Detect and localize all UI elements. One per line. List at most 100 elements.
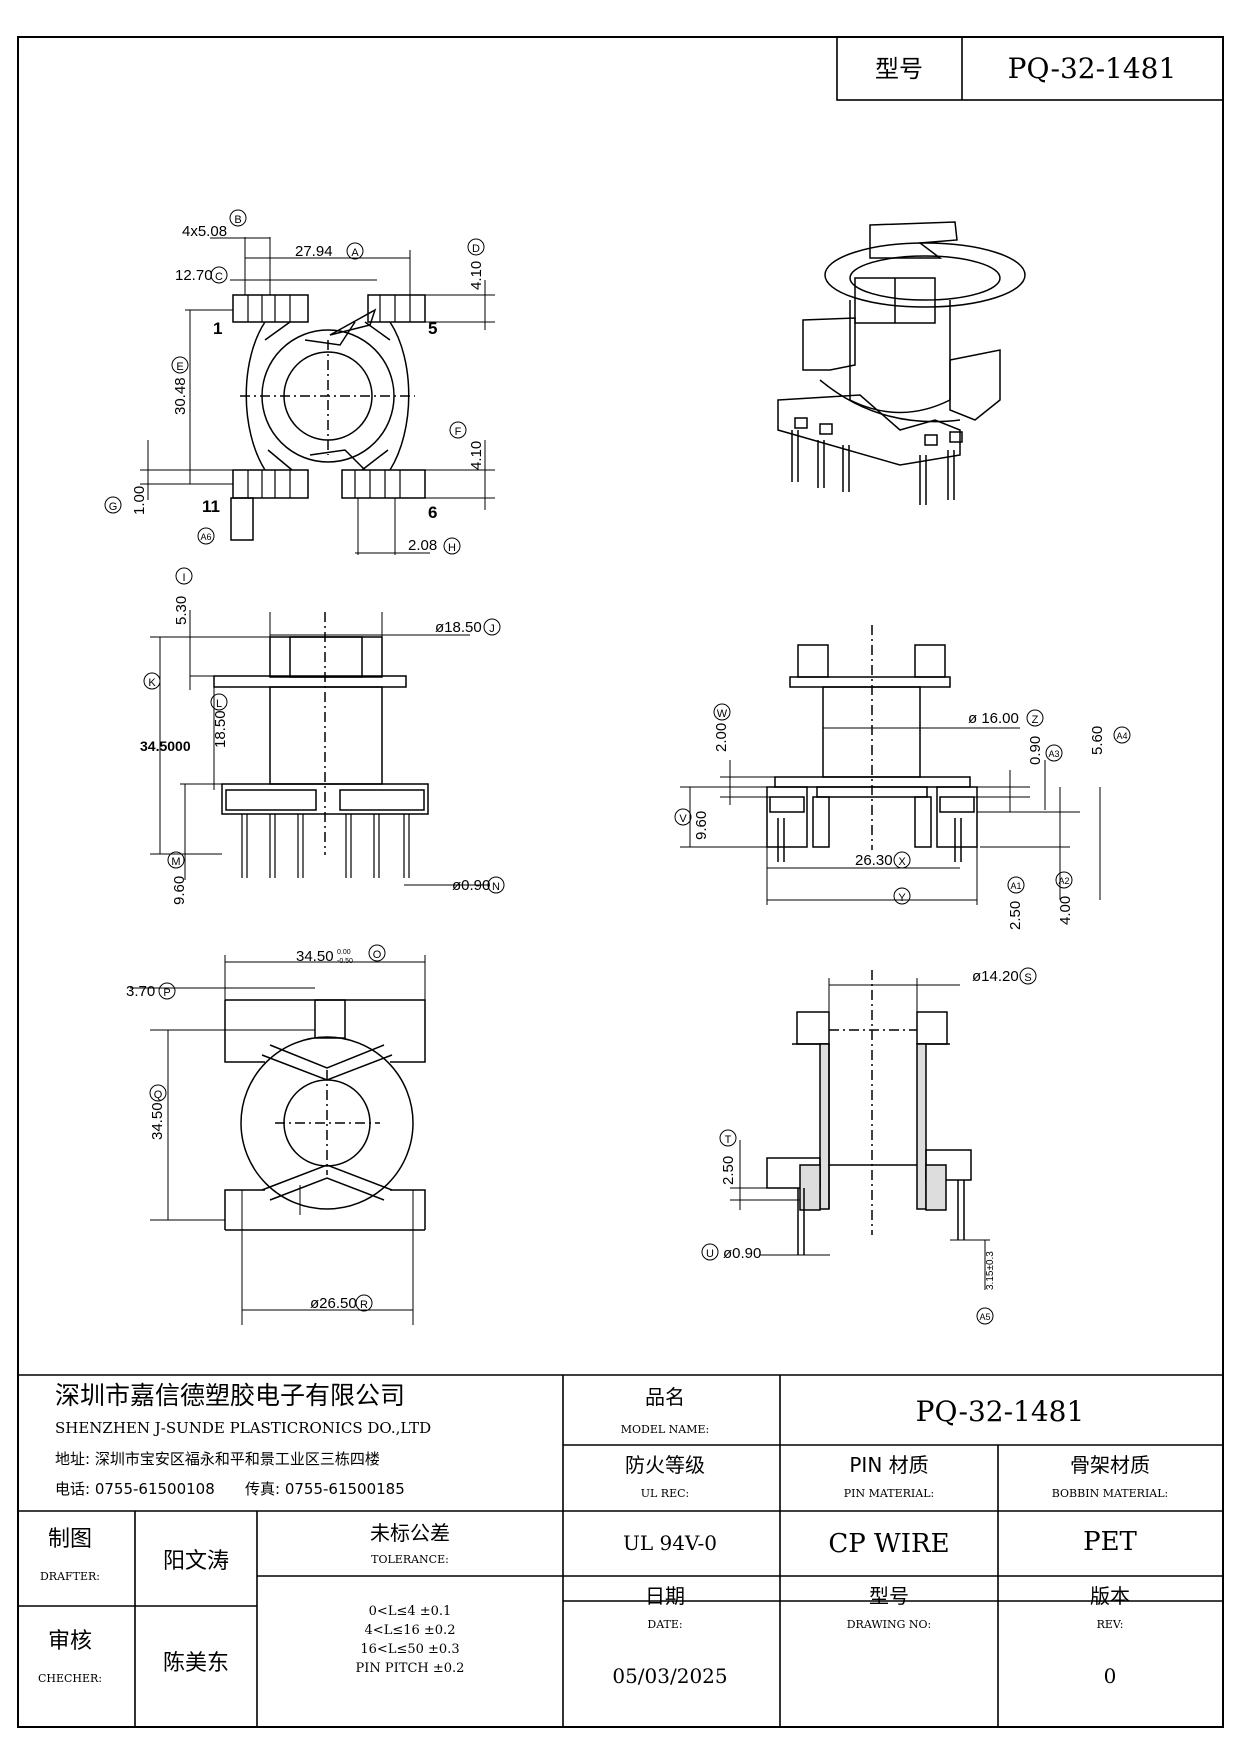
- dim-pin-width: 4x5.08: [182, 223, 227, 240]
- company-name-cn: 深圳市嘉信德塑胶电子有限公司: [55, 1381, 405, 1410]
- drawing-no-label-en: DRAWING NO:: [847, 1618, 932, 1631]
- side-view: [680, 625, 1101, 905]
- bubble-k: K: [148, 677, 156, 689]
- bubble-a3: A3: [1048, 749, 1059, 759]
- bubble-a: A: [351, 247, 359, 259]
- product-name-cn: 品名: [645, 1385, 685, 1409]
- pin-11-label: 11: [202, 497, 220, 516]
- bobbin-material-value: PET: [1083, 1527, 1137, 1557]
- product-name-value: PQ-32-1481: [916, 1395, 1085, 1428]
- dim-total: 34.5000: [140, 738, 191, 754]
- dim-g: 1.00: [131, 486, 148, 515]
- bubble-h: H: [448, 542, 456, 554]
- bubble-l: L: [216, 698, 222, 710]
- side-view-labels: W 2.00 ø 16.00 Z 0.90 A3 5.60 A4 V 9.60 …: [674, 703, 1131, 930]
- header-model-label: 型号: [875, 55, 923, 83]
- fire-rating-cn: 防火等级: [625, 1453, 705, 1477]
- checker-label-en: CHECHER:: [38, 1672, 102, 1685]
- bubble-q: Q: [154, 1089, 163, 1101]
- dim-pitch: 27.94: [295, 243, 333, 260]
- bubble-n: N: [492, 881, 500, 893]
- rev-value: 0: [1104, 1664, 1117, 1688]
- tolerance-row-3: 16<L≤50 ±0.3: [360, 1642, 459, 1657]
- drafter-label-cn: 制图: [48, 1527, 92, 1552]
- bubble-j: J: [489, 623, 495, 635]
- dim-offset: 12.70: [175, 267, 213, 284]
- dim-j: ø18.50: [435, 619, 482, 636]
- bubble-f: F: [455, 426, 462, 438]
- bubble-g: G: [109, 501, 118, 513]
- dim-r: ø26.50: [310, 1295, 357, 1312]
- header-model-box: 型号 PQ-32-1481: [836, 36, 1224, 101]
- date-label-en: DATE:: [647, 1618, 682, 1631]
- dim-s: ø14.20: [972, 968, 1019, 985]
- title-block: [18, 1374, 1223, 1727]
- bobbin-material-cn: 骨架材质: [1070, 1453, 1150, 1477]
- dim-a1: 2.50: [1007, 901, 1024, 930]
- dim-a4: 5.60: [1089, 726, 1106, 755]
- company-address: 地址: 深圳市宝安区福永和平和景工业区三栋四楼: [55, 1450, 380, 1468]
- bottom-outer-circle: [240, 1036, 414, 1210]
- tolerance-label-en: TOLERANCE:: [371, 1553, 449, 1566]
- dim-q: 34.50: [149, 1102, 166, 1140]
- dim-a3: 0.90: [1027, 736, 1044, 765]
- bubble-a2: A2: [1058, 876, 1069, 886]
- bottom-pin-header-right: [341, 469, 426, 499]
- pin-material-cn: PIN 材质: [849, 1453, 928, 1477]
- pin-material-en: PIN MATERIAL:: [844, 1487, 934, 1500]
- tolerance-row-1: 0<L≤4 ±0.1: [369, 1604, 452, 1619]
- tol-o-upper: 0.00: [337, 949, 351, 956]
- tolerance-row-4: PIN PITCH ±0.2: [356, 1661, 465, 1676]
- product-name-en: MODEL NAME:: [621, 1423, 710, 1436]
- bottom-pin-header-left: [232, 469, 309, 499]
- drafter-name: 阳文涛: [163, 1549, 229, 1574]
- date-value: 05/03/2025: [612, 1664, 727, 1688]
- pin-6-label: 6: [428, 503, 437, 522]
- pin-1-label: 1: [213, 319, 222, 338]
- isometric-view: [777, 221, 1026, 505]
- company-phone: 电话: 0755-61500108: [55, 1480, 215, 1498]
- dim-l: 18.50: [212, 710, 229, 748]
- bubble-z: Z: [1032, 714, 1039, 726]
- dim-n: ø0.90: [452, 877, 490, 894]
- bubble-c: C: [215, 271, 223, 283]
- tolerance-label-cn: 未标公差: [370, 1521, 450, 1545]
- bubble-p: P: [163, 987, 170, 999]
- dim-a2: 4.00: [1057, 896, 1074, 925]
- bubble-r: R: [360, 1299, 368, 1311]
- bubble-a6: A6: [200, 532, 211, 542]
- drawing-no-label-cn: 型号: [869, 1584, 909, 1608]
- bubble-u: U: [706, 1248, 714, 1260]
- title-block-text: 深圳市嘉信德塑胶电子有限公司 SHENZHEN J-SUNDE PLASTICR…: [38, 1381, 1168, 1688]
- bubble-e: E: [176, 361, 183, 373]
- dim-a5: 3.15±0.3: [985, 1251, 996, 1290]
- bubble-i: I: [182, 572, 185, 584]
- dim-o: 34.50: [296, 948, 334, 965]
- date-label-cn: 日期: [645, 1584, 685, 1608]
- dim-p: 3.70: [126, 983, 155, 1000]
- pin-5-label: 5: [428, 319, 437, 338]
- top-pin-header-left: [232, 294, 309, 323]
- bottom-view: [130, 955, 426, 1325]
- top-view-labels: 4x5.08 B 27.94 A 12.70 C 4.10 D 30.48 E …: [104, 209, 485, 555]
- tol-o-lower: -0.50: [337, 958, 353, 965]
- bubble-b: B: [234, 214, 241, 226]
- bubble-x: X: [898, 856, 906, 868]
- bottom-view-labels: 34.50 0.00 -0.50 O 3.70 P Q 34.50 ø26.50…: [126, 944, 386, 1312]
- front-view-labels: I 5.30 ø18.50 J K 34.5000 L 18.50 M 9.60…: [140, 567, 505, 905]
- section-view: [730, 970, 990, 1290]
- bubble-t: T: [725, 1134, 732, 1146]
- fire-rating-en: UL REC:: [641, 1487, 690, 1500]
- dim-m: 9.60: [171, 876, 188, 905]
- checker-label-cn: 审核: [48, 1629, 92, 1654]
- drafter-label-en: DRAFTER:: [40, 1570, 100, 1583]
- dim-x: 26.30: [855, 852, 893, 869]
- bubble-v: V: [679, 813, 687, 825]
- top-pin-header-right: [367, 294, 426, 323]
- dim-i: 5.30: [173, 596, 190, 625]
- dim-height: 30.48: [172, 377, 189, 415]
- bubble-o: O: [373, 949, 382, 961]
- bubble-m: M: [171, 856, 180, 868]
- pin-material-value: CP WIRE: [828, 1529, 949, 1559]
